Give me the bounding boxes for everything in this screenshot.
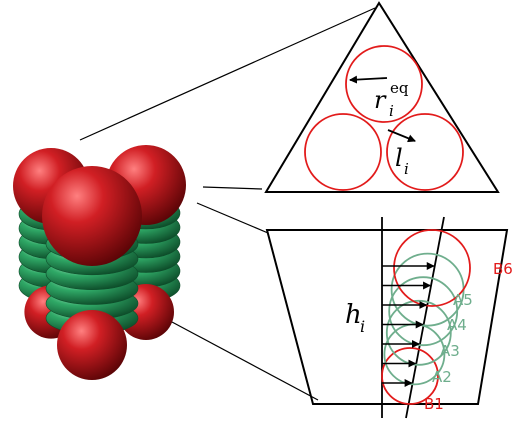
radius-superscript: eq [390,79,409,97]
radius-subscript: i [389,102,394,120]
length-label: l [395,144,403,172]
top-circle-right [386,113,464,191]
radius-arrow [349,75,388,84]
bead-label-a5: A5 [453,291,473,309]
top-circle-upper [345,45,423,123]
side-beads [381,229,471,405]
green-bead-circle [390,252,465,327]
axis-slanted [405,216,445,419]
shift-arrows [382,262,435,387]
top-view-panel: r i eq l i [264,1,500,193]
bead-label-b6: B6 [493,260,513,278]
red-bead-circle [393,229,471,307]
top-circle-left [304,113,382,191]
bead-label-b1: B1 [424,395,444,413]
red-bead-circle [381,347,439,405]
bead-label-a4: A4 [447,316,467,334]
top-view-triangle [264,1,500,193]
bead-label-a3: A3 [440,342,460,360]
length-subscript: i [404,160,409,178]
height-label: h [345,300,362,330]
height-subscript: i [360,317,365,336]
radius-label: r [374,86,387,114]
red-bead-top [42,166,142,266]
bead-triangle-prism-model-icon [13,145,186,380]
length-arrow [387,129,416,143]
bead-label-a2: A2 [432,368,452,386]
red-bead-bottom [57,310,127,380]
side-view-trapezoid [265,229,509,405]
green-bead-circle [385,299,452,366]
connector-lines [79,7,376,401]
